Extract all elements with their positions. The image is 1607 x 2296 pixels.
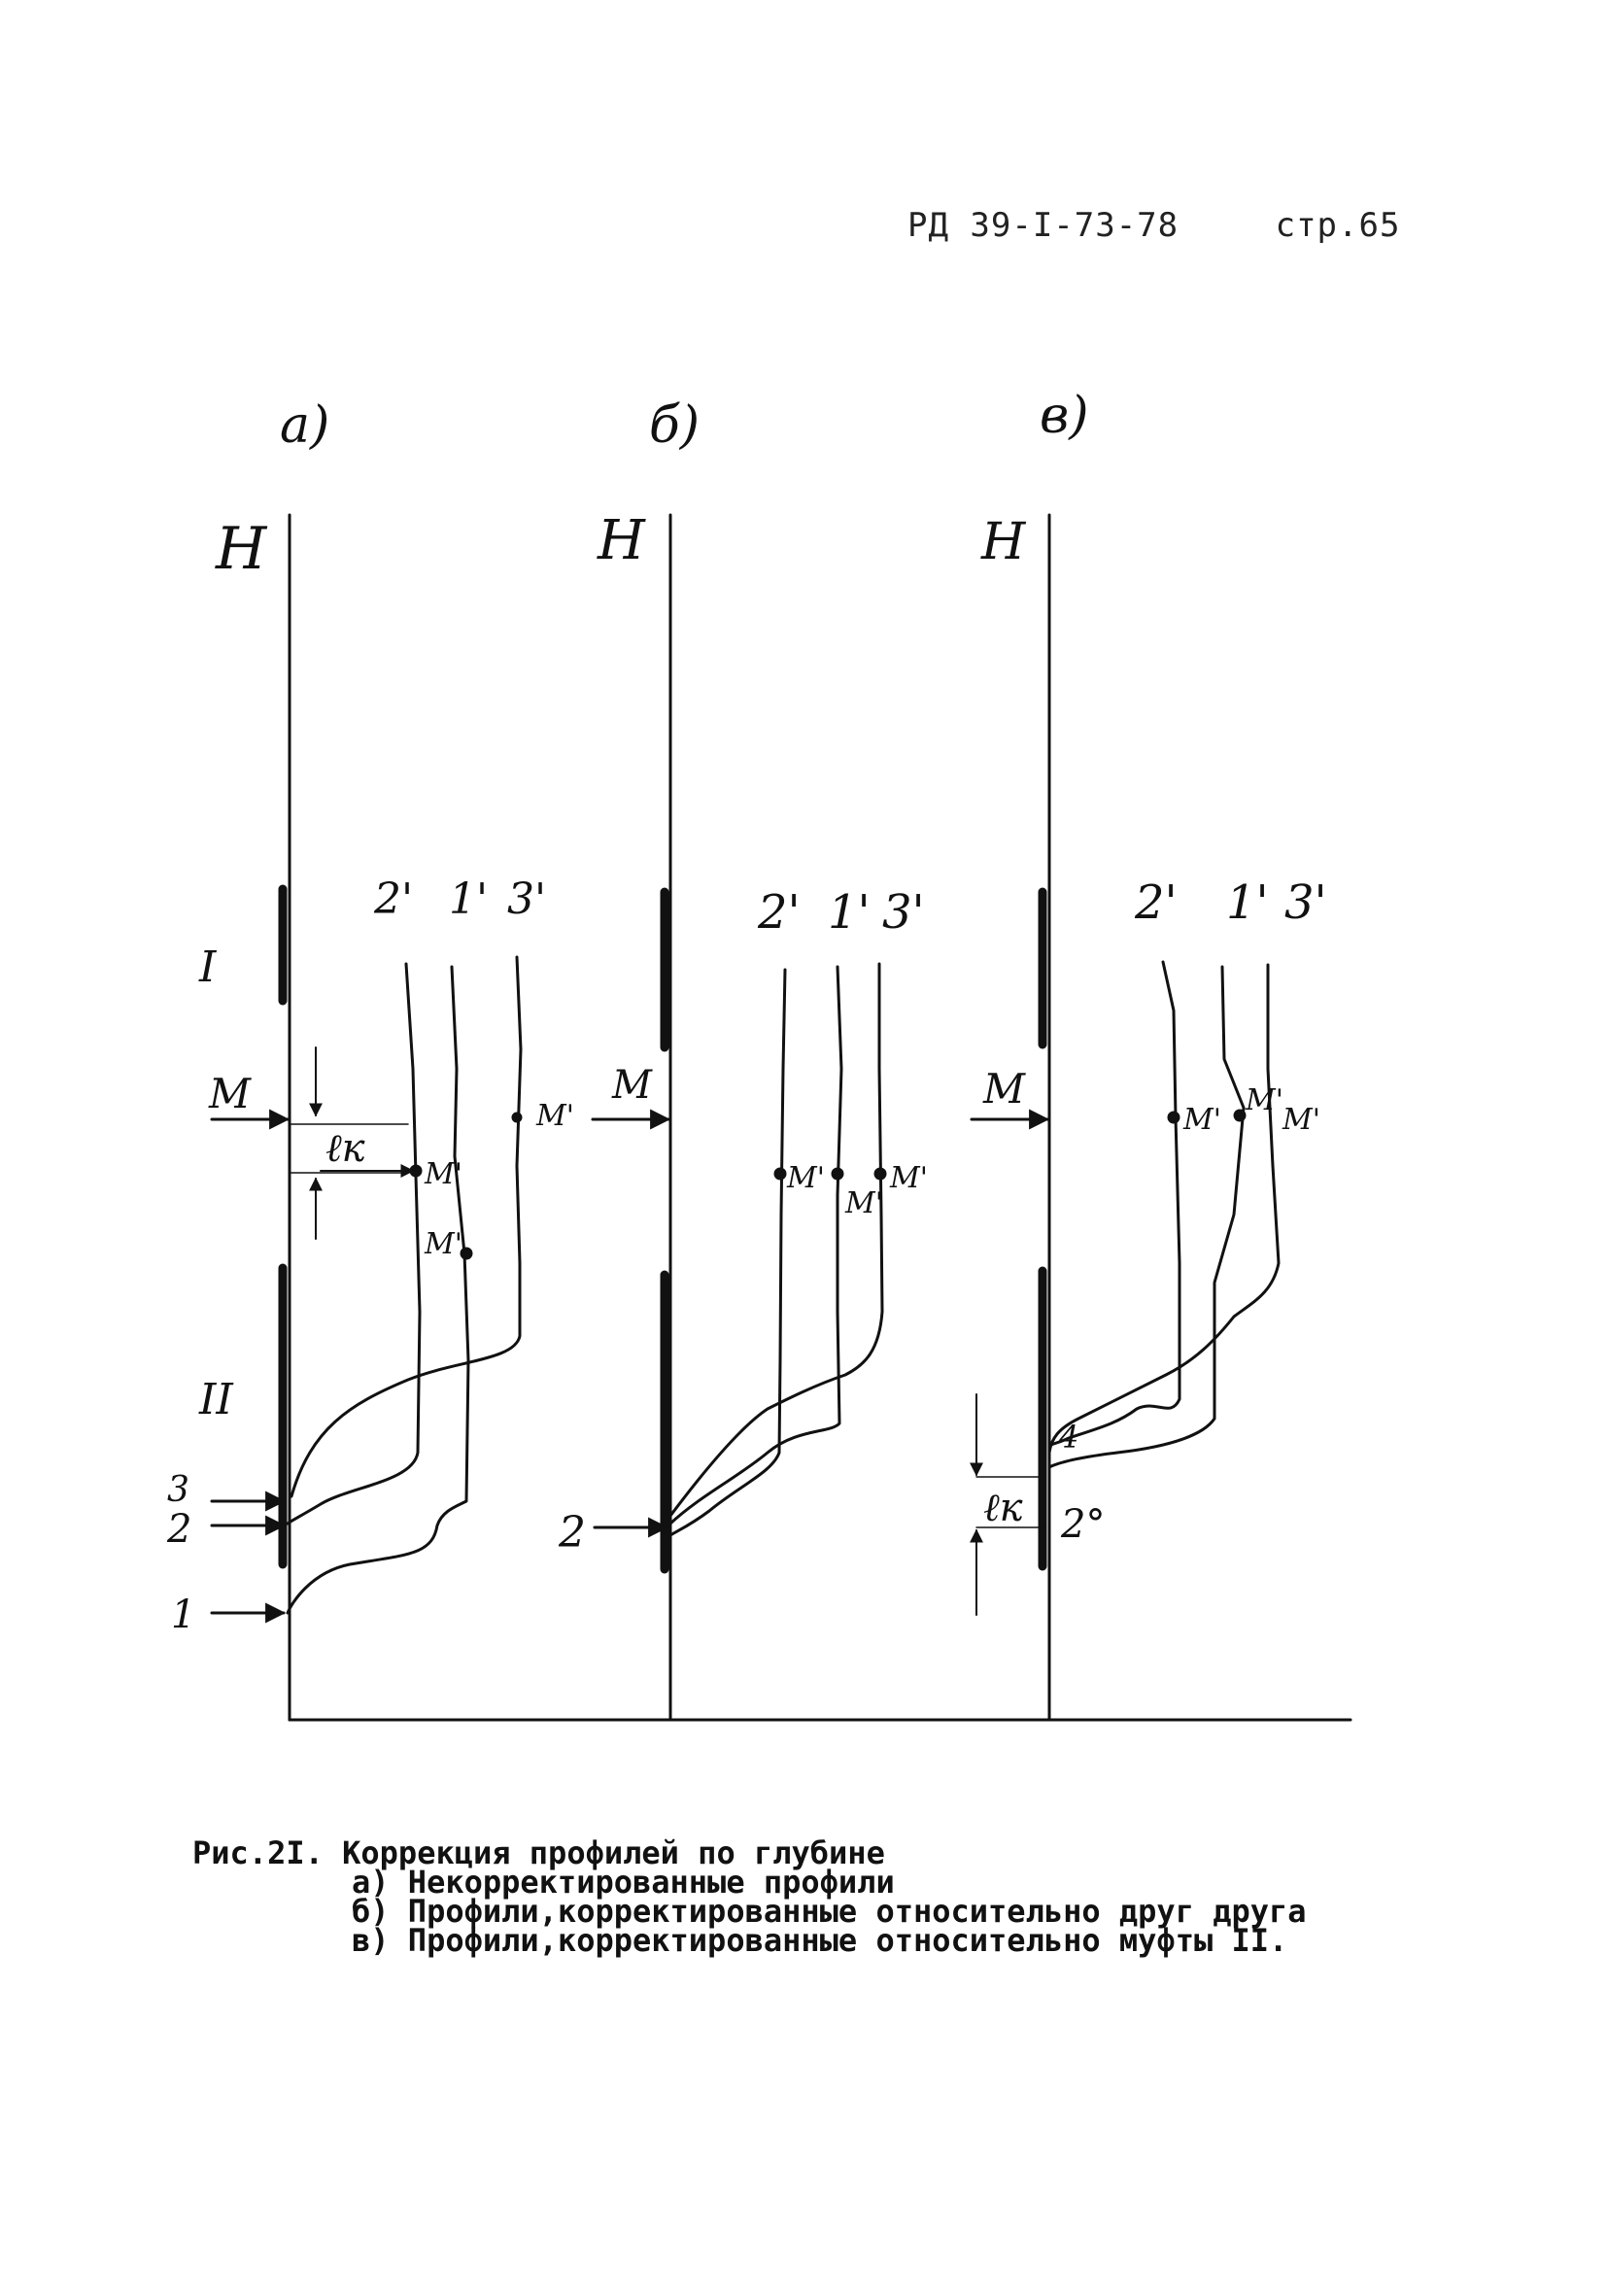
panel-b-point-label-3: M' <box>889 1161 928 1195</box>
panel-a-axis-label: H <box>215 515 268 583</box>
panel-c-label: в) <box>1040 387 1089 445</box>
panel-a-bottom-label-2: 2 <box>166 1507 191 1552</box>
panel-b-curve-2 <box>668 968 787 1537</box>
panel-c-curve-3 <box>1047 963 1281 1455</box>
panel-c-point-label-1: M' <box>1245 1083 1283 1117</box>
caption-item-c: в) Профили,корректированные относительно… <box>352 1922 1288 1959</box>
panel-b-label: б) <box>649 396 700 455</box>
panel-a-point-label-1: M' <box>424 1227 462 1261</box>
panel-c-curve-label-2: 2' <box>1134 875 1178 930</box>
panel-b-curve-label-3: 3' <box>882 885 925 940</box>
panel-b-marker-label: M <box>611 1063 653 1108</box>
panel-a-curve-label-1: 1' <box>449 874 488 924</box>
panel-c-bottom-label-4: 4 <box>1058 1419 1078 1456</box>
panel-a-point-label-2: M' <box>424 1157 462 1191</box>
panel-a-curve-2 <box>286 962 422 1525</box>
panel-a-curve-3 <box>290 955 523 1498</box>
panel-a-curve-label-3: 3' <box>507 874 546 924</box>
panel-b-bottom-label-2: 2 <box>558 1508 586 1558</box>
panel-c <box>970 513 1281 1722</box>
panel-c-curve-1 <box>1047 965 1246 1469</box>
panel-c-axis-label: H <box>980 513 1027 571</box>
panel-c-marker-label: M <box>982 1065 1026 1113</box>
panel-b-curve-label-2: 2' <box>757 885 801 940</box>
panel-b-axis-label: H <box>597 509 646 572</box>
caption-item-a: а) Некорректированные профили <box>352 1864 895 1901</box>
panel-a-sleeve-label-1: I <box>198 942 218 992</box>
panel-b-curve-3 <box>668 962 884 1518</box>
panel-a-marker-label: M <box>208 1070 252 1117</box>
panel-c-curve-label-3: 3' <box>1284 875 1327 930</box>
panel-b <box>591 513 887 1722</box>
panel-b-curve-label-1: 1' <box>828 885 871 940</box>
panel-a-sleeve-label-2: II <box>198 1375 234 1424</box>
page-header: РД 39-I-73-78 стр.65 <box>907 206 1400 245</box>
panel-a-curve-label-2: 2' <box>373 874 413 924</box>
panel-a-label: а) <box>280 396 329 455</box>
panel-a-bottom-label-3: 3 <box>167 1470 189 1510</box>
panel-c-point-label-3: M' <box>1282 1103 1320 1137</box>
panel-a-curve-1 <box>286 965 470 1615</box>
caption-title: Рис.2I. Коррекция профилей по глубине <box>192 1834 885 1871</box>
panel-c-curve-2 <box>1047 960 1181 1448</box>
panel-c-bottom-label-2: 2° <box>1060 1502 1105 1547</box>
panel-c-point-label-2: M' <box>1182 1103 1221 1137</box>
figure-caption: Рис.2I. Коррекция профилей по глубине а)… <box>192 1834 1307 1959</box>
caption-item-b: б) Профили,корректированные относительно… <box>352 1893 1307 1930</box>
page-number: стр.65 <box>1275 206 1401 245</box>
panel-b-curve-1 <box>668 965 843 1525</box>
panel-c-distance-label: ℓк <box>983 1486 1023 1530</box>
panel-a-point-label-3: M' <box>535 1099 574 1133</box>
panel-b-point-label-1: M' <box>844 1186 883 1220</box>
document-number: РД 39-I-73-78 <box>907 206 1180 245</box>
panel-c-curve-label-1: 1' <box>1226 875 1269 930</box>
panel-b-point-label-2: M' <box>786 1161 825 1195</box>
panel-a <box>210 513 523 1722</box>
panel-a-bottom-label-1: 1 <box>171 1593 195 1637</box>
panel-a-distance-label: ℓк <box>325 1126 365 1171</box>
